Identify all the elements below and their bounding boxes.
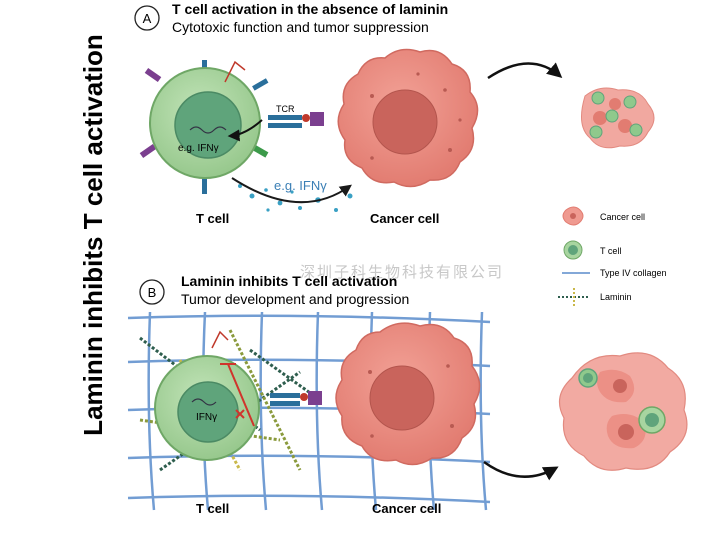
legend-item-laminin: Laminin <box>558 288 632 306</box>
panel-a-subtitle: Cytotoxic function and tumor suppression <box>172 19 429 35</box>
tcr-synapse-a: TCR <box>268 104 324 128</box>
secretion-label-a: e.g. IFNγ <box>274 178 327 193</box>
panel-b-badge <box>139 279 165 305</box>
legend-item-t-cell: T cell <box>563 240 621 260</box>
legend-item-cancer-cell: Cancer cell <box>562 206 645 226</box>
dna-icon-b <box>191 398 217 406</box>
t-cell-b: IFNγ <box>154 330 260 461</box>
cancer-cell-label-b: Cancer cell <box>372 501 441 516</box>
block-icon <box>235 409 245 419</box>
legend-label-laminin: Laminin <box>600 292 632 302</box>
outcome-arrow-b <box>483 460 559 481</box>
receptors-green <box>251 144 269 158</box>
t-cell-a: e.g. IFNγ <box>139 60 269 194</box>
tumor-cluster-b <box>558 352 688 471</box>
signal-arrow-a <box>227 119 263 142</box>
panel-a-badge <box>134 5 160 31</box>
legend-label-t-cell: T cell <box>600 246 621 256</box>
outcome-arrow-a <box>487 62 563 80</box>
t-cell-b-nucleus-label: IFNγ <box>196 412 217 423</box>
tcr-synapse-b <box>270 391 322 406</box>
granule-icon <box>224 60 246 83</box>
cancer-cell-label-a: Cancer cell <box>370 211 439 226</box>
legend: Cancer cell T cell Type IV collagen Lami… <box>558 206 667 306</box>
tcr-label: TCR <box>276 104 295 114</box>
panel-a-letter: A <box>143 11 152 26</box>
legend-label-cancer-cell: Cancer cell <box>600 212 645 222</box>
t-cell-label-b: T cell <box>196 501 229 516</box>
panel-a: A T cell activation in the absence of la… <box>134 1 655 226</box>
watermark: 深圳子科生物科技有限公司 <box>300 264 504 281</box>
t-cell-a-nucleus <box>174 91 242 159</box>
inhibition-line <box>227 363 255 427</box>
legend-label-collagen: Type IV collagen <box>600 268 667 278</box>
t-cell-label-a: T cell <box>196 211 229 226</box>
legend-item-collagen: Type IV collagen <box>562 268 667 278</box>
panel-b-title: Laminin inhibits T cell activation <box>181 273 397 289</box>
vertical-title: Laminin inhibits T cell activation <box>78 34 108 436</box>
cancer-cell-a <box>337 48 479 188</box>
panel-a-title: T cell activation in the absence of lami… <box>172 1 448 17</box>
t-cell-a-nucleus-label: e.g. IFNγ <box>178 143 219 154</box>
secretion-arrow-a <box>231 177 352 204</box>
dna-icon <box>189 126 227 134</box>
cancer-cell-b <box>335 322 481 466</box>
panel-b: B Laminin inhibits T cell activation Tum… <box>127 273 688 516</box>
tumor-cluster-a <box>580 87 655 149</box>
panel-b-subtitle: Tumor development and progression <box>181 291 409 307</box>
receptors-purple <box>139 67 162 159</box>
panel-b-letter: B <box>148 285 157 300</box>
